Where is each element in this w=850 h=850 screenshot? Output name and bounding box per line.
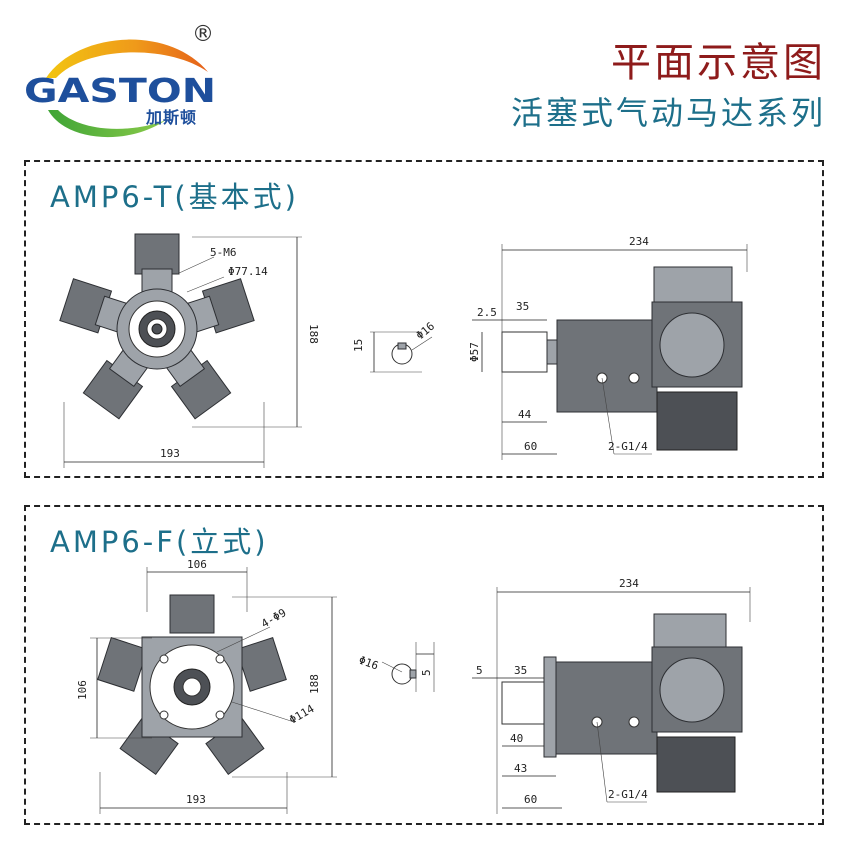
dim-height: 188 [307,324,320,344]
dim-port: 2-G1/4 [608,788,648,801]
dim-bolt-circle: Φ77.14 [228,265,268,278]
dim-key-width: 15 [352,339,365,352]
front-view: 106 4-Φ9 106 188 Φ114 193 [76,558,337,814]
dim-shaft-dia: Φ16 [414,320,438,343]
drawing-amp6-f: 106 4-Φ9 106 188 Φ114 193 Φ16 [76,558,751,814]
shaft-section: 15 Φ16 [352,320,438,373]
dim-d1: 2.5 [477,306,497,319]
dim-shaft-dia-side: Φ57 [468,342,481,362]
dim-key-width: 5 [420,669,433,676]
dim-height-left: 106 [76,680,89,700]
side-view: 234 2.5 35 Φ57 44 60 2-G1/4 [468,235,748,460]
cylinder [235,637,287,692]
model-title: AMP6-T(基本式) [50,180,299,214]
dim-height: 188 [308,674,321,694]
cylinder [82,347,150,420]
dim-bolts: 5-M6 [210,246,237,259]
model-title: AMP6-F(立式) [50,525,269,559]
brand-wordmark: GASTON [24,72,216,106]
dim-d4: 43 [514,762,527,775]
panel-amp6-t: AMP6-T(基本式) 188 193 [24,160,824,478]
dim-length: 234 [619,577,639,590]
dim-bolt-circle: Φ114 [287,702,317,727]
dim-d2: 35 [516,300,529,313]
drawing-amp6-t: 188 193 5-M6 Φ77.14 15 Φ16 [59,233,748,468]
cylinder [134,233,180,295]
dim-d3: 44 [518,408,532,421]
page-title: 平面示意图 [611,40,826,86]
cylinder [169,594,215,634]
brand-name-cn: 加斯顿 [146,108,198,127]
front-view: 188 193 5-M6 Φ77.14 [59,233,320,468]
registered-mark: ® [192,22,214,47]
dim-d4: 60 [524,440,537,453]
dim-width: 193 [160,447,180,460]
cylinder [164,347,232,420]
dim-width: 193 [186,793,206,806]
gaston-logo-arc [46,39,208,138]
panel-amp6-f: AMP6-F(立式) 106 4-Φ9 [24,505,824,825]
dim-port: 2-G1/4 [608,440,648,453]
dim-shaft-dia: Φ16 [357,654,380,673]
dim-d1: 5 [476,664,483,677]
dim-d2: 35 [514,664,527,677]
cylinder [97,637,149,692]
dim-width-top: 106 [187,558,207,571]
svg-text:GASTON: GASTON [24,72,216,106]
page-subtitle: 活塞式气动马达系列 [510,94,826,132]
dim-d3: 40 [510,732,523,745]
shaft-section: Φ16 5 [357,642,435,692]
dim-length: 234 [629,235,649,248]
side-view: 234 5 35 40 43 60 2-G1/4 [472,577,751,814]
dim-d5: 60 [524,793,537,806]
dim-holes: 4-Φ9 [259,606,288,631]
